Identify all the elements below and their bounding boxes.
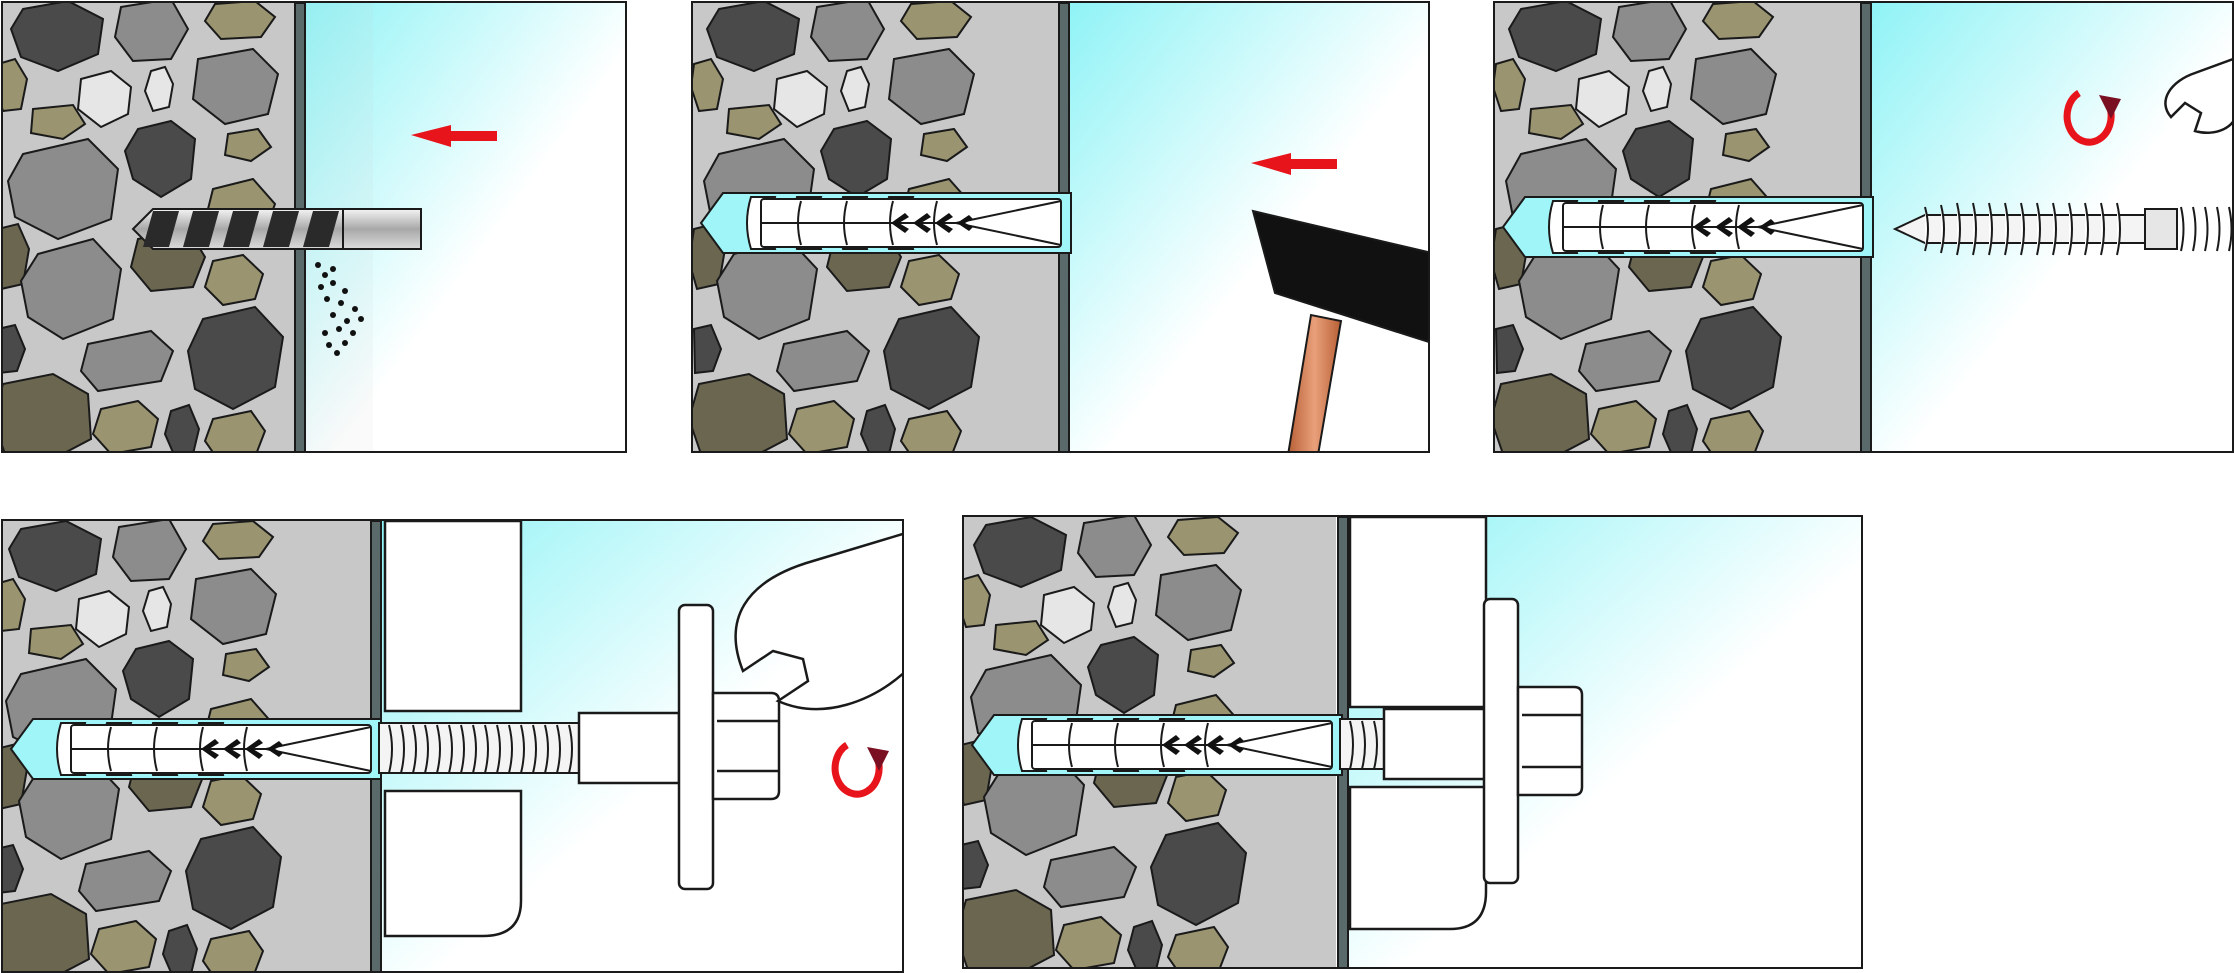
wrench-icon	[2164, 58, 2232, 134]
hammer-icon	[1251, 209, 1428, 451]
wrench-icon	[734, 532, 902, 711]
anchor-plug-icon	[10, 718, 382, 780]
bracket-icon	[1348, 517, 1488, 931]
washer-icon	[1482, 597, 1520, 885]
drill-bit-icon	[131, 208, 422, 250]
threaded-rod-icon	[378, 711, 681, 785]
step-1-drilling-panel	[1, 1, 627, 453]
anchor-plug-icon	[700, 192, 1072, 254]
nut-icon	[1516, 685, 1584, 797]
dust-icon	[315, 262, 364, 356]
push-arrow-icon	[411, 125, 497, 147]
anchor-plug-icon	[1502, 196, 1874, 258]
threaded-rod-icon	[1339, 707, 1490, 781]
step-3-screw-panel	[1493, 1, 2234, 453]
step-5-result-panel	[962, 515, 1863, 969]
push-arrow-icon	[1251, 153, 1337, 175]
nut-icon	[711, 691, 781, 801]
step-2-hammer-panel	[691, 1, 1430, 453]
washer-icon	[677, 603, 715, 891]
step-4-fasten-panel	[1, 519, 904, 973]
screw-icon	[1892, 202, 2232, 256]
cavity-background	[1069, 3, 1428, 451]
anchor-plug-icon	[971, 714, 1343, 776]
bracket-icon	[383, 521, 523, 938]
